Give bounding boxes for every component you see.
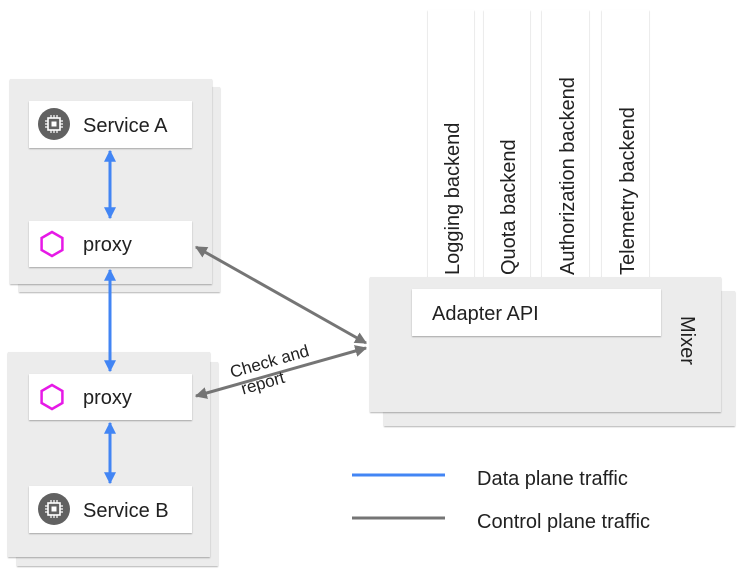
quota-backend[interactable]: Quota backend <box>484 10 530 300</box>
mixer-label: Mixer <box>676 316 698 365</box>
svg-text:Logging backend: Logging backend <box>442 123 464 275</box>
legend-data-plane-label: Data plane traffic <box>477 468 628 490</box>
proxy-b-label: proxy <box>83 387 132 409</box>
svg-text:Quota backend: Quota backend <box>498 139 520 275</box>
check-and-report-label: Check and report <box>228 341 311 398</box>
service-b-card[interactable]: Service B <box>29 486 192 533</box>
legend-control-plane-label: Control plane traffic <box>477 511 650 533</box>
authorization-backend[interactable]: Authorization backend <box>542 10 589 300</box>
backends: Logging backend Quota backend Authorizat… <box>428 10 649 300</box>
arrow-proxy-a-mixer <box>194 245 368 345</box>
telemetry-backend[interactable]: Telemetry backend <box>602 10 649 300</box>
service-a-label: Service A <box>83 115 168 137</box>
arrow-proxy-b-mixer <box>194 345 368 399</box>
service-b-label: Service B <box>83 500 169 522</box>
proxy-a-card[interactable]: proxy <box>29 221 192 267</box>
adapter-api[interactable]: Adapter API <box>412 289 661 336</box>
pod-a: Service A proxy <box>10 79 220 292</box>
service-a-card[interactable]: Service A <box>29 101 192 148</box>
svg-text:Telemetry backend: Telemetry backend <box>617 107 639 275</box>
logging-backend[interactable]: Logging backend <box>428 10 474 300</box>
proxy-b-card[interactable]: proxy <box>29 374 192 420</box>
chip-icon <box>37 492 71 526</box>
proxy-a-label: proxy <box>83 234 132 256</box>
legend: Data plane traffic Control plane traffic <box>352 468 650 533</box>
svg-text:Adapter API: Adapter API <box>432 303 539 325</box>
control-plane-arrows <box>194 245 368 399</box>
pod-b: proxy Service B <box>8 352 218 566</box>
mixer[interactable]: Mixer Adapter API <box>370 277 735 426</box>
chip-icon <box>37 107 71 141</box>
svg-text:Authorization backend: Authorization backend <box>557 77 579 275</box>
